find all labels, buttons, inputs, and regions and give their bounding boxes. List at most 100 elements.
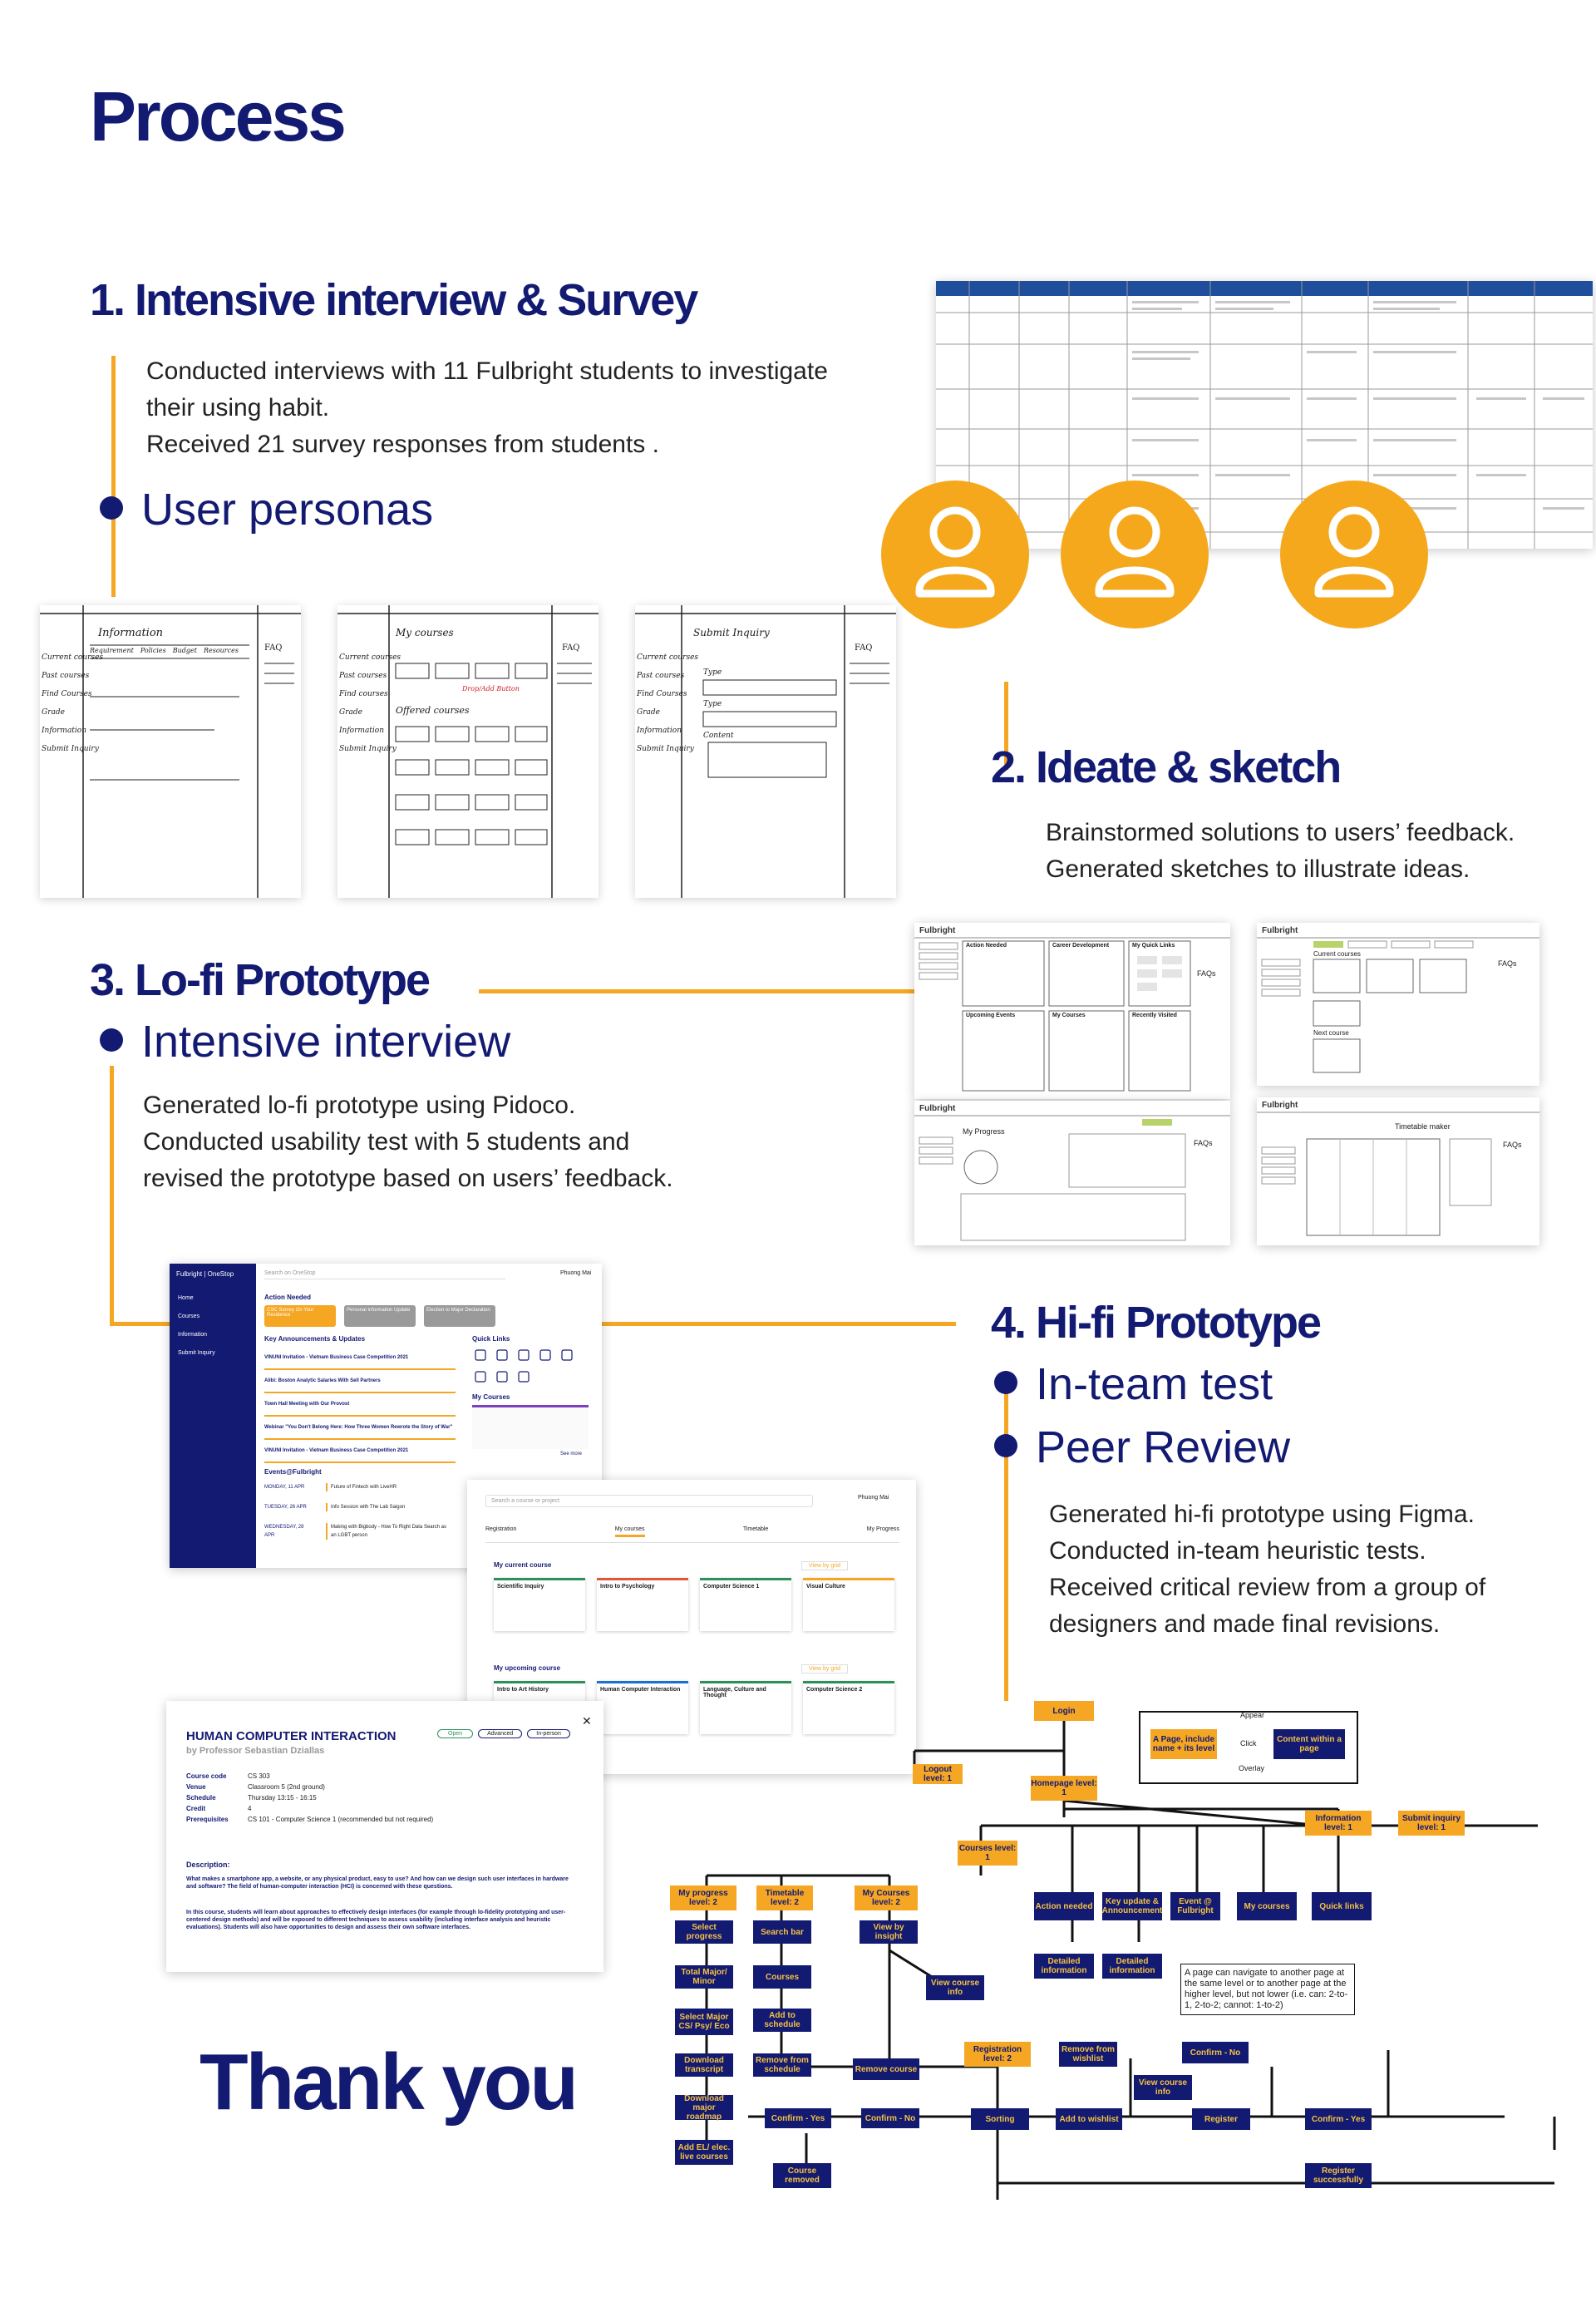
close-icon[interactable]: ✕ <box>582 1714 592 1728</box>
event-date: MONDAY, 11 APR <box>264 1485 305 1490</box>
hifi-action-card[interactable]: CSC Survey On Your Residence <box>264 1305 336 1327</box>
sketch-frame <box>635 605 896 898</box>
hifi-announcement[interactable]: VINUNI Invitation - Vietnam Business Cas… <box>264 1347 456 1370</box>
step1-line: Received 21 survey responses from studen… <box>146 431 659 458</box>
hifi-section-title: My Courses <box>472 1393 510 1401</box>
flow-selectmajor: Select Major CS/ Psy/ Eco <box>675 2009 733 2035</box>
step3-line: Generated lo-fi prototype using Pidoco. <box>143 1092 576 1119</box>
step1-line: Conducted interviews with 11 Fulbright s… <box>146 357 828 385</box>
lofi-wireframe <box>914 937 1230 1092</box>
timeline-line-4 <box>1004 1393 1008 1701</box>
step2-heading: 2. Ideate & sketch <box>991 742 1342 792</box>
upcoming-course-card[interactable]: Human Computer Interaction <box>597 1681 688 1734</box>
upcoming-course-card[interactable]: Language, Culture and Thought <box>700 1681 791 1734</box>
hifi-filter[interactable]: View by grid <box>801 1664 849 1673</box>
hifi-announcement[interactable]: VINUNI Invitation - Vietnam Business Cas… <box>264 1440 456 1463</box>
hifi-search[interactable]: Search a course or project <box>485 1495 813 1507</box>
interview-table-graphic <box>936 281 1593 549</box>
sketch-faq: FAQ <box>264 643 283 653</box>
field-value: Thursday 13:15 - 16:15 <box>248 1794 317 1802</box>
hifi-search[interactable]: Search on OneStop <box>264 1270 505 1279</box>
hifi-announcement[interactable]: Town Hall Meeting with Our Provost <box>264 1393 456 1417</box>
flow-mycourses2: My courses <box>1237 1892 1297 1920</box>
sketch-faq: FAQ <box>855 643 873 653</box>
flow-sorting: Sorting <box>971 2108 1029 2130</box>
hifi-sidebar: Fulbright | OneStop Home Courses Informa… <box>170 1264 256 1568</box>
tab-my-courses[interactable]: My courses <box>614 1526 645 1537</box>
lofi-block-label: Upcoming Events <box>966 1013 1016 1018</box>
step2-line: Brainstormed solutions to users’ feedbac… <box>1046 819 1515 846</box>
persona-avatar-1 <box>881 481 1029 628</box>
lofi-faq: FAQs <box>1197 969 1216 978</box>
lofi-block-label: Action Needed <box>966 943 1007 949</box>
hifi-see-more[interactable]: See more <box>560 1452 583 1457</box>
course-name: Computer Science 1 <box>703 1584 760 1590</box>
flow-viewinsight: View by insight <box>860 1920 918 1944</box>
flow-removewish: Remove from wishlist <box>1059 2042 1117 2067</box>
sketch-menu-item: Information <box>339 727 385 735</box>
step4-bullet-2: Peer Review <box>994 1422 1290 1473</box>
lofi-block-label: My Quick Links <box>1132 943 1175 949</box>
sketch-menu-item: Past courses <box>339 672 387 680</box>
hifi-section-title: Events@Fulbright <box>264 1468 322 1476</box>
sketch-frame <box>40 605 301 898</box>
page-title: Process <box>90 77 347 155</box>
event-title[interactable]: Info Session with The Lab Saigon <box>326 1503 405 1511</box>
hifi-user[interactable]: Phuong Mai <box>560 1270 592 1276</box>
tab-my-progress[interactable]: My Progress <box>866 1526 899 1532</box>
sketch-title: Submit Inquiry <box>693 627 770 638</box>
tab-registration[interactable]: Registration <box>485 1526 517 1532</box>
hifi-filter[interactable]: View by grid <box>801 1561 849 1570</box>
sketch-tab: Policies <box>140 647 166 654</box>
current-course-card[interactable]: Scientific Inquiry <box>494 1578 585 1631</box>
hifi-course-card[interactable] <box>472 1405 589 1449</box>
flow-keyupdate: Key update & Announcement <box>1102 1892 1162 1920</box>
current-course-card[interactable]: Intro to Psychology <box>597 1578 688 1631</box>
hifi-nav-item[interactable]: Courses <box>178 1314 200 1319</box>
event-title[interactable]: Future of Fintech with LiveHR <box>326 1483 397 1491</box>
course-tag: In-person <box>527 1729 570 1738</box>
hifi-action-card[interactable]: Personal Information Update <box>344 1305 416 1327</box>
person-icon <box>1095 506 1175 598</box>
step3-description: Generated lo-fi prototype using Pidoco. … <box>143 1087 673 1197</box>
event-title[interactable]: Making with Bigbody - How To Right Data … <box>326 1523 447 1540</box>
step2-description: Brainstormed solutions to users’ feedbac… <box>1046 815 1515 888</box>
hifi-section-title: My current course <box>494 1561 552 1569</box>
current-course-card[interactable]: Visual Culture <box>803 1578 894 1631</box>
hifi-user[interactable]: Phuong Mai <box>858 1495 889 1501</box>
lofi-screen-timetable: Fulbright Timetable maker FAQs <box>1257 1097 1539 1245</box>
flow-submit: Submit inquiry level: 1 <box>1398 1811 1465 1836</box>
field-value: CS 303 <box>248 1772 270 1780</box>
step4-line: Conducted in-team heuristic tests. <box>1049 1537 1426 1565</box>
bullet-dot <box>994 1433 1017 1457</box>
lofi-brand: Fulbright <box>1262 1101 1298 1110</box>
tab-timetable[interactable]: Timetable <box>742 1526 769 1532</box>
bullet-dot <box>100 495 123 520</box>
legend-appear: Appear <box>1240 1711 1265 1719</box>
course-name: Human Computer Interaction <box>600 1687 681 1693</box>
upcoming-course-card[interactable]: Intro to Art History <box>494 1681 585 1734</box>
hifi-announcement[interactable]: Webinar "You Don't Belong Here: How Thre… <box>264 1417 456 1440</box>
upcoming-course-card[interactable]: Computer Science 2 <box>803 1681 894 1734</box>
hifi-nav-item[interactable]: Submit Inquiry <box>178 1350 215 1356</box>
flow-quicklinks: Quick links <box>1312 1892 1372 1920</box>
flow-detailed-2: Detailed information <box>1102 1954 1162 1979</box>
timeline-connector-lofi <box>479 989 916 993</box>
sketch-my-courses: Current courses Past courses Find course… <box>337 605 598 898</box>
hifi-home-screen: Fulbright | OneStop Home Courses Informa… <box>170 1264 602 1568</box>
sketch-menu-item: Submit Inquiry <box>339 745 397 753</box>
flow-removeschedule: Remove from schedule <box>753 2053 811 2077</box>
step4-line: Generated hi-fi prototype using Figma. <box>1049 1501 1475 1528</box>
hifi-nav-item[interactable]: Home <box>178 1295 194 1301</box>
flow-downloadmajor: Download major roadmap <box>675 2094 733 2122</box>
flow-viewcourse-2: View course info <box>1134 2075 1192 2100</box>
timeline-line-1b <box>111 522 116 597</box>
hifi-nav-item[interactable]: Information <box>178 1332 208 1338</box>
lofi-faq: FAQs <box>1503 1141 1522 1149</box>
hifi-announcement[interactable]: Alibi: Boston Analytic Salaries With Sel… <box>264 1370 456 1393</box>
current-course-card[interactable]: Computer Science 1 <box>700 1578 791 1631</box>
timeline-line-2 <box>1004 682 1008 770</box>
hifi-action-card[interactable]: Election to Major Declaration <box>424 1305 495 1327</box>
step3-line: Conducted usability test with 5 students… <box>143 1128 630 1156</box>
